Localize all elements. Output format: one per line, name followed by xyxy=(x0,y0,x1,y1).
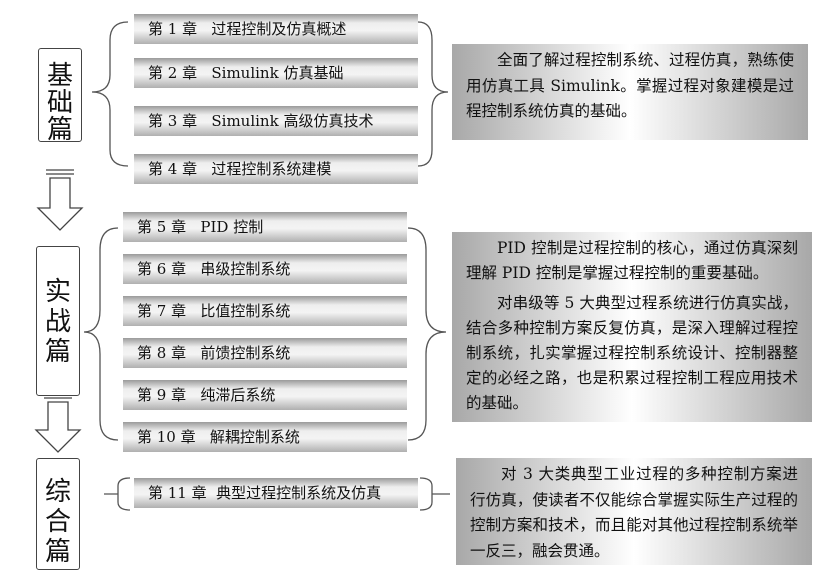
chapter-7: 第 7 章 比值控制系统 xyxy=(123,296,407,326)
description-text: 全面了解过程控制系统、过程仿真，熟练使用仿真工具 Simulink。掌握过程对象… xyxy=(466,51,794,120)
section-label-basic: 基础篇 xyxy=(38,48,82,144)
right-brace-1 xyxy=(417,21,449,167)
chapter-6: 第 6 章 串级控制系统 xyxy=(123,254,407,284)
chapter-5: 第 5 章 PID 控制 xyxy=(123,212,407,242)
left-brace-1 xyxy=(91,21,129,167)
description-text: PID 控制是过程控制的核心，通过仿真深刻理解 PID 控制是掌握过程控制的重要… xyxy=(466,239,798,282)
left-brace-3 xyxy=(104,477,131,511)
chapter-3: 第 3 章 Simulink 高级仿真技术 xyxy=(134,106,418,136)
description-text: 对串级等 5 大典型过程系统进行仿真实战，结合多种控制方案反复仿真，是深入理解过… xyxy=(466,294,798,412)
left-brace-2 xyxy=(83,227,119,441)
chapter-2: 第 2 章 Simulink 仿真基础 xyxy=(134,58,418,88)
chapter-1: 第 1 章 过程控制及仿真概述 xyxy=(134,14,418,44)
chapter-10: 第 10 章 解耦控制系统 xyxy=(123,422,407,452)
description-comprehensive: 对 3 大类典型工业过程的多种控制方案进行仿真，使读者不仅能综合掌握实际生产过程… xyxy=(456,458,812,565)
chapter-4: 第 4 章 过程控制系统建模 xyxy=(134,154,418,184)
description-text: 对 3 大类典型工业过程的多种控制方案进行仿真，使读者不仅能综合掌握实际生产过程… xyxy=(470,465,798,560)
section-label-comprehensive: 综合篇 xyxy=(36,458,80,570)
description-basic: 全面了解过程控制系统、过程仿真，熟练使用仿真工具 Simulink。掌握过程对象… xyxy=(452,44,808,140)
section-label-practice: 实战篇 xyxy=(36,246,80,396)
chapter-9: 第 9 章 纯滞后系统 xyxy=(123,380,407,410)
down-arrow-2 xyxy=(34,393,82,453)
chapter-8: 第 8 章 前馈控制系统 xyxy=(123,338,407,368)
right-brace-2 xyxy=(407,227,447,441)
down-arrow-1 xyxy=(36,169,84,231)
description-practice: PID 控制是过程控制的核心，通过仿真深刻理解 PID 控制是掌握过程控制的重要… xyxy=(452,232,812,422)
chapter-11: 第 11 章 典型过程控制系统及仿真 xyxy=(134,478,418,508)
right-brace-3 xyxy=(419,477,450,511)
